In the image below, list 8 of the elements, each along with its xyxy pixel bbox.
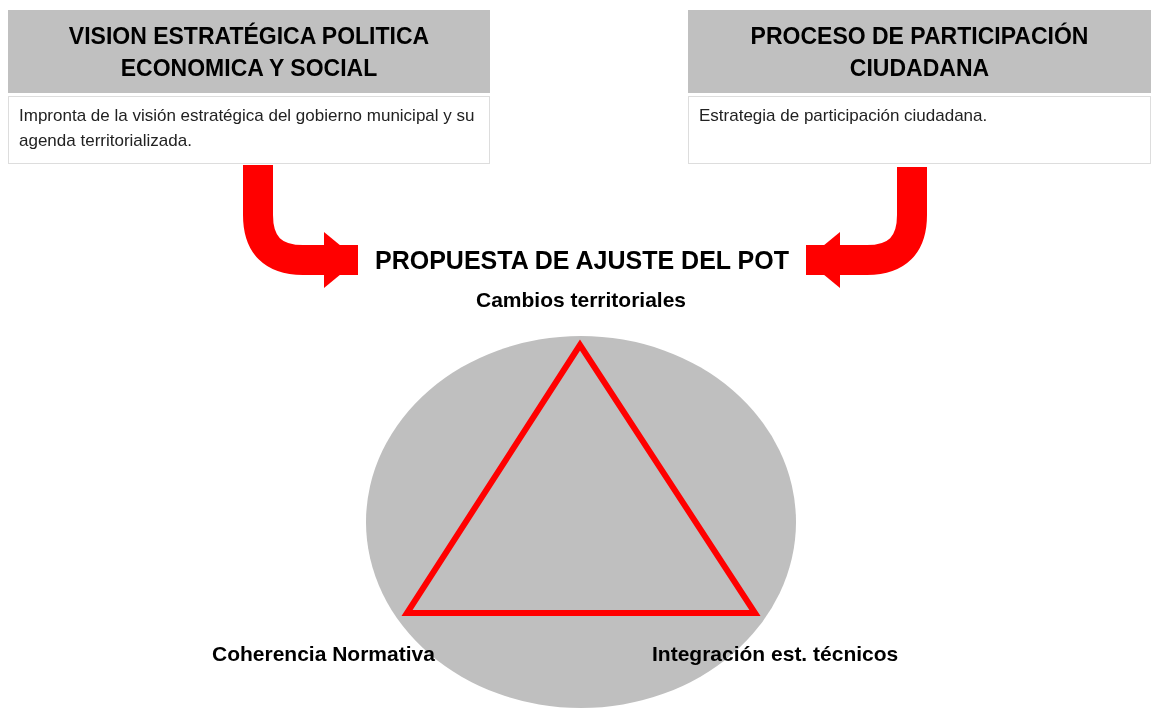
vertex-label: Integración est. técnicos <box>652 642 899 666</box>
card-body-text: Estrategia de participación ciudadana. <box>688 96 1151 164</box>
card-heading: PROCESO DE PARTICIPACIÓN CIUDADANA <box>688 10 1151 93</box>
card-heading: VISION ESTRATÉGICA POLITICA ECONOMICA Y SOCIAL <box>8 10 490 93</box>
vertex-label: Coherencia Normativa <box>212 642 435 666</box>
result-heading: PROPUESTA DE AJUSTE DEL POT <box>362 240 802 280</box>
card-body-text: Impronta de la visión estratégica del gobierno municipal y su agenda territorializada. <box>8 96 490 164</box>
vertex-label: Cambios territoriales <box>475 288 687 312</box>
